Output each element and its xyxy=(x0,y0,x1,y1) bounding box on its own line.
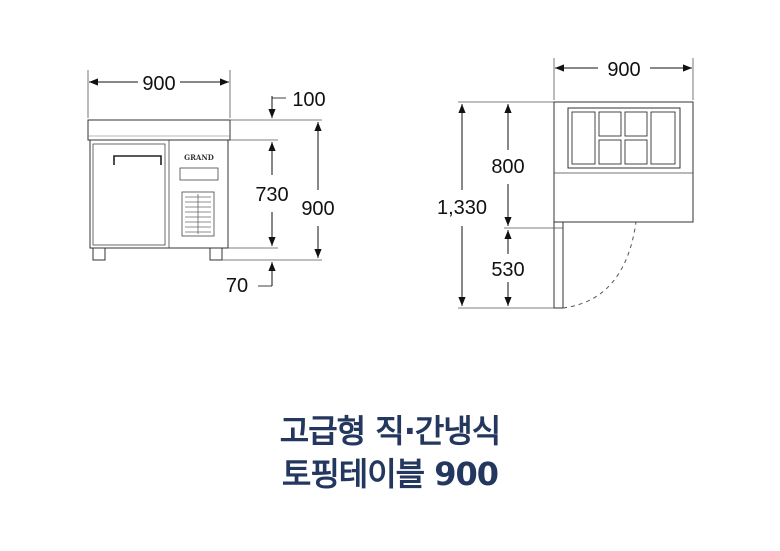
side-width-label: 900 xyxy=(607,59,640,81)
ingredient-pans xyxy=(571,111,676,165)
side-view: 900 1,330 800 5 xyxy=(437,58,694,309)
brand-logo: GRAND xyxy=(184,153,214,162)
product-title-line2: 토핑테이블 900 xyxy=(281,455,499,493)
door-swing-arc xyxy=(562,221,637,309)
front-view: 900 GRAND xyxy=(87,70,335,297)
door-handle xyxy=(113,155,162,165)
product-title-line1: 고급형 직·간냉식 xyxy=(279,412,501,450)
door-panel xyxy=(92,143,166,246)
leg-left xyxy=(92,247,106,261)
total-height-label: 900 xyxy=(301,198,334,220)
side-total-height-label: 1,330 xyxy=(437,197,487,219)
leg-right xyxy=(209,247,223,261)
display-panel xyxy=(179,167,219,181)
side-upper-height-label: 800 xyxy=(491,156,524,178)
countertop xyxy=(87,119,231,141)
leg-height-label: 70 xyxy=(226,275,248,297)
top-thickness-label: 100 xyxy=(292,89,325,111)
cabinet-side xyxy=(553,221,564,309)
vent-grille xyxy=(181,191,215,237)
front-width-label: 900 xyxy=(142,73,175,95)
body-height-label: 730 xyxy=(255,184,288,206)
side-lower-height-label: 530 xyxy=(491,259,524,281)
